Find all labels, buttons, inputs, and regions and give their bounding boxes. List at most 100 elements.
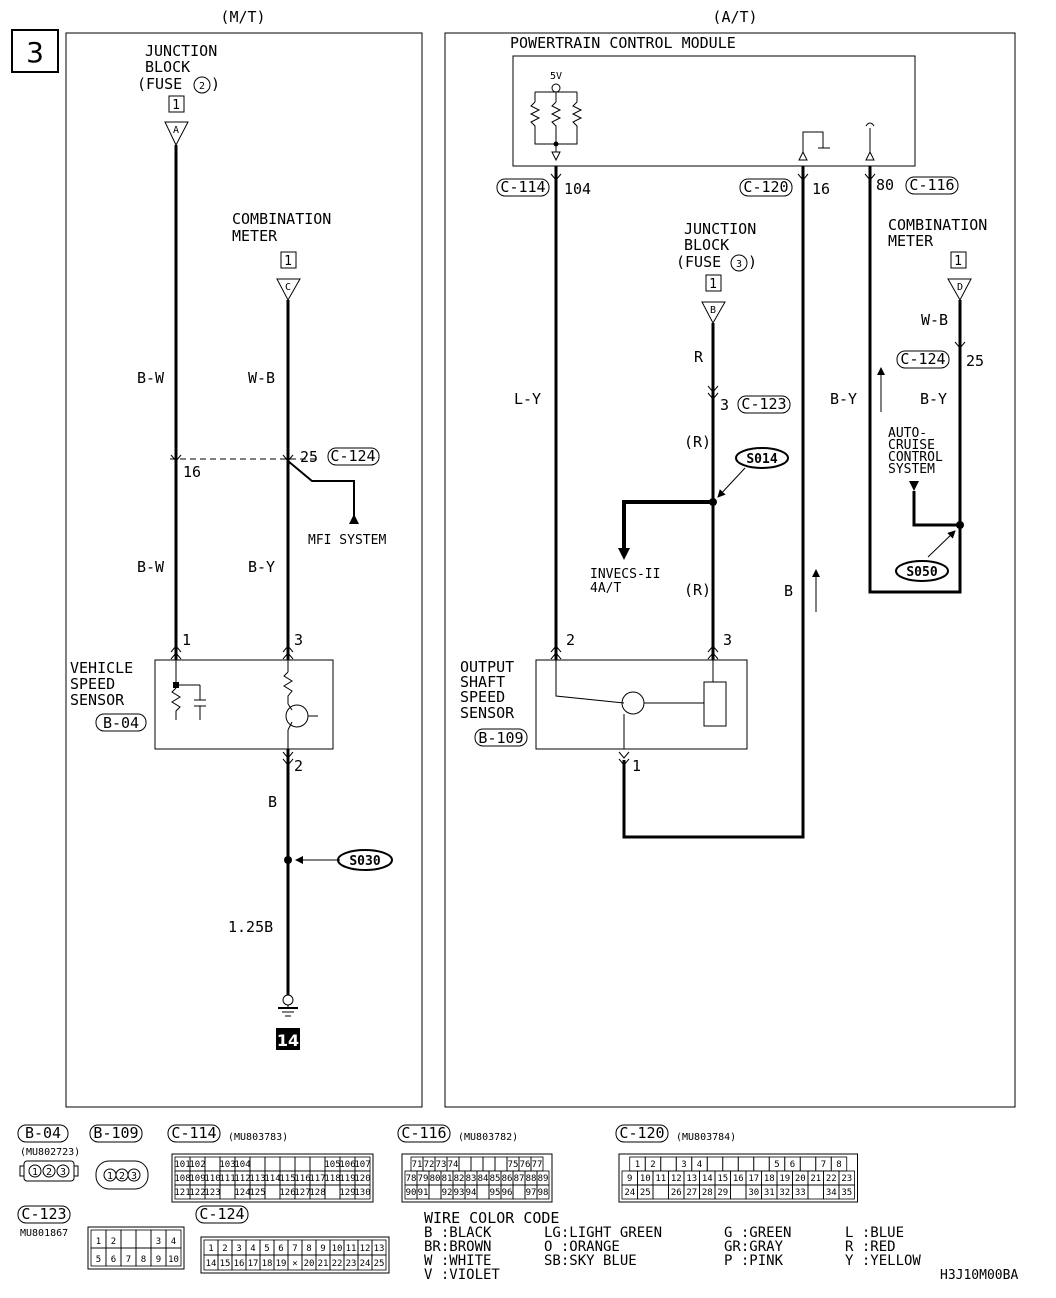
pin-label: 7 <box>126 1255 131 1265</box>
pin-label: 15 <box>220 1259 231 1269</box>
svg-text:MU801867: MU801867 <box>20 1228 68 1239</box>
pin-label: 10 <box>168 1255 179 1265</box>
mt-wire-b: B <box>268 793 277 811</box>
pin-label: 17 <box>748 1174 759 1184</box>
pin-label: 15 <box>717 1174 728 1184</box>
invecs-l2: 4A/T <box>590 581 621 596</box>
svg-text:SHAFT: SHAFT <box>460 673 505 691</box>
svg-text:SYSTEM: SYSTEM <box>888 462 935 477</box>
pin-label: 83 <box>466 1174 477 1184</box>
pin-label: 11 <box>655 1174 666 1184</box>
svg-text:METER: METER <box>888 232 934 250</box>
wire-color-entry: P :PINK <box>724 1253 784 1269</box>
pin-label: 6 <box>790 1160 795 1170</box>
pin-label: 130 <box>354 1188 370 1198</box>
pin-label: 97 <box>526 1188 537 1198</box>
svg-text:3: 3 <box>723 631 732 649</box>
pin-label: 110 <box>204 1174 220 1184</box>
wire-color-entry: Y :YELLOW <box>845 1253 921 1269</box>
mt-wire-bw-upper: B-W <box>137 369 165 387</box>
pin-label: 29 <box>717 1188 728 1198</box>
svg-text:SENSOR: SENSOR <box>70 691 125 709</box>
pin-label: 1 <box>96 1237 101 1247</box>
pin-label: 6 <box>278 1244 283 1254</box>
pin-label: 26 <box>671 1188 682 1198</box>
svg-text:3: 3 <box>131 1171 137 1182</box>
at-wire-b: B <box>784 582 793 600</box>
pin-label: 17 <box>248 1259 259 1269</box>
svg-text:2: 2 <box>566 631 575 649</box>
pin-label: 108 <box>174 1174 190 1184</box>
svg-text:): ) <box>211 75 220 93</box>
wire-color-entry: V :VIOLET <box>424 1267 500 1283</box>
mt-wire-125b: 1.25B <box>228 918 273 936</box>
pin-label: 21 <box>810 1174 821 1184</box>
svg-text:WIRE COLOR CODE: WIRE COLOR CODE <box>424 1209 559 1227</box>
svg-text:OUTPUT: OUTPUT <box>460 658 514 676</box>
svg-text:1: 1 <box>32 1167 38 1178</box>
pin-label: 19 <box>276 1259 287 1269</box>
conn-b04: B-04 (MU802723) 1 2 3 <box>17 1124 80 1182</box>
svg-text:C: C <box>285 282 291 293</box>
splice-s030: S030 <box>349 854 380 869</box>
mt-pin-16: 16 <box>183 463 201 481</box>
pin-label: 13 <box>686 1174 697 1184</box>
wire-color-entry: O :ORANGE <box>544 1239 620 1255</box>
at-panel <box>444 32 1016 1108</box>
pin-label: 105 <box>324 1160 340 1170</box>
page-number: 3 <box>26 36 44 69</box>
svg-text:CRUISE: CRUISE <box>888 438 935 453</box>
svg-text:5V: 5V <box>550 71 562 82</box>
diagram-code: H3J10M00BA <box>940 1268 1018 1283</box>
pin-label: 2 <box>650 1160 655 1170</box>
pin-label: 4 <box>697 1160 702 1170</box>
pin-label: 107 <box>354 1160 370 1170</box>
svg-text:C-123: C-123 <box>21 1205 66 1223</box>
at-header: (A/T) <box>712 8 757 26</box>
pin-label: 113 <box>249 1174 265 1184</box>
at-conn-c114: C-114 <box>500 178 545 196</box>
mfi-system: MFI SYSTEM <box>308 533 386 548</box>
svg-text:C-114: C-114 <box>171 1124 216 1142</box>
pin-label: 2 <box>222 1244 227 1254</box>
pin-label: 13 <box>374 1244 385 1254</box>
pin-label: 21 <box>318 1259 329 1269</box>
at-pin-16: 16 <box>812 180 830 198</box>
pin-label: 124 <box>234 1188 250 1198</box>
pin-label: 112 <box>234 1174 250 1184</box>
pin-label: 9 <box>627 1174 632 1184</box>
svg-text:1: 1 <box>182 631 191 649</box>
svg-text:JUNCTION: JUNCTION <box>145 42 217 60</box>
pin-label: 127 <box>294 1188 310 1198</box>
pin-label: 12 <box>671 1174 682 1184</box>
pin-label: 14 <box>702 1174 713 1184</box>
svg-text:(FUSE: (FUSE <box>137 75 182 93</box>
pin-label: 34 <box>826 1188 837 1198</box>
at-conn-c123: C-123 <box>741 395 786 413</box>
pin-label: 9 <box>320 1244 325 1254</box>
svg-text:): ) <box>748 253 757 271</box>
conn-b109: B-109 1 2 3 <box>89 1124 149 1190</box>
pin-label: 75 <box>508 1160 519 1170</box>
invecs-l1: INVECS-II <box>590 567 660 582</box>
pin-label: 24 <box>360 1259 371 1269</box>
pin-label: 89 <box>538 1174 549 1184</box>
at-conn-c120: C-120 <box>743 178 788 196</box>
pin-label: 4 <box>250 1244 255 1254</box>
svg-text:1: 1 <box>709 277 717 292</box>
pin-label: 20 <box>795 1174 806 1184</box>
pin-label: 25 <box>640 1188 651 1198</box>
pin-label: 125 <box>249 1188 265 1198</box>
mt-wire-wb: W-B <box>248 369 275 387</box>
page-number-box <box>11 29 59 73</box>
pin-label: 96 <box>502 1188 513 1198</box>
svg-text:METER: METER <box>232 227 278 245</box>
svg-text:(MU803782): (MU803782) <box>458 1132 518 1143</box>
svg-text:2: 2 <box>119 1171 125 1182</box>
pin-label: 109 <box>189 1174 205 1184</box>
svg-text:(MU802723): (MU802723) <box>20 1147 80 1158</box>
